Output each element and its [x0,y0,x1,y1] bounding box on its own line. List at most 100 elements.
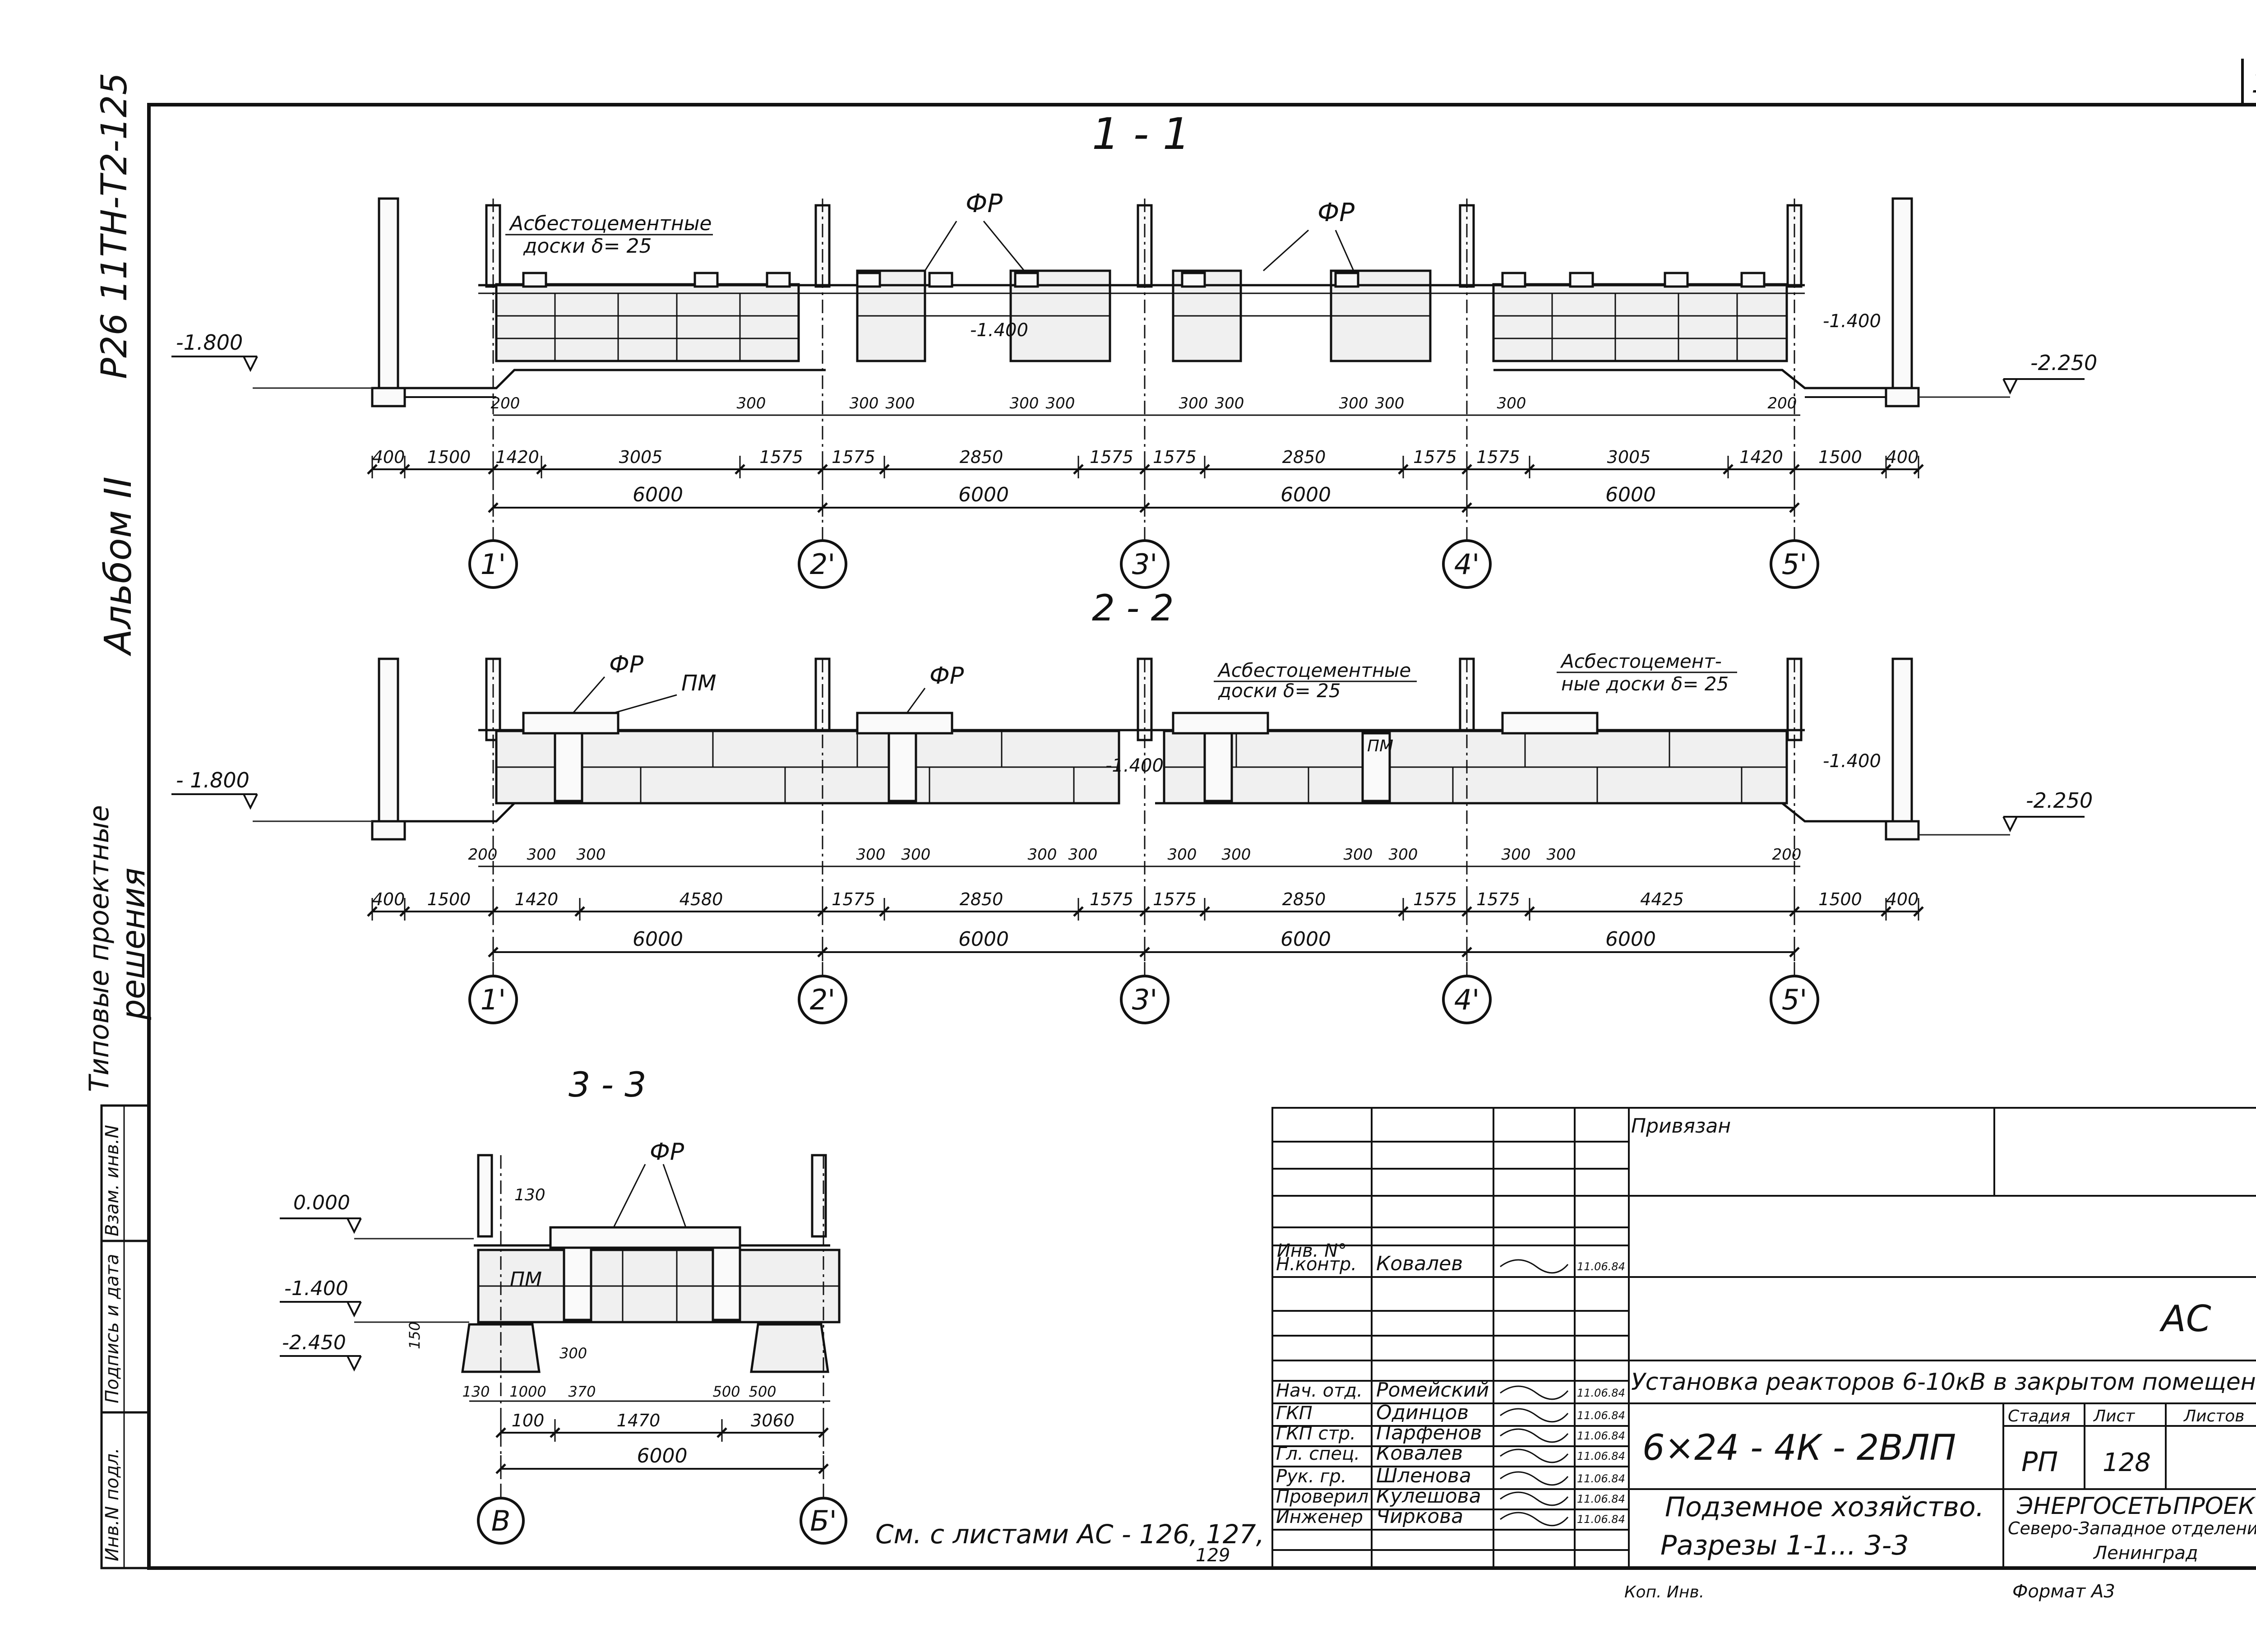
s3-dim-row1: 370 [568,1383,596,1400]
s2-span-dim: 6000 [633,928,683,951]
tb-staff-date: 11.06.84 [1577,1260,1625,1273]
tb-staff-date: 11.06.84 [1577,1493,1625,1505]
s2-note-boards: Асбестоцементные [1217,659,1411,681]
s1-level-mid: -1.400 [970,320,1028,341]
axis-bubble [1770,539,1819,589]
s2-chain-dim: 400 [1886,889,1919,909]
axis-label: 4' [1454,548,1480,581]
section-3-3: 3 - 3 ФР ПМ 0.000 -1.400 -2.450 130 150 … [280,1064,847,1545]
axis-label: 5' [1782,548,1808,581]
stamp-inv-orig: Инв.N подл. [102,1448,123,1561]
s2-label-fr-a: ФР [609,651,644,678]
margin-stamp [100,1104,150,1569]
s2-chain-dim: 1420 [515,889,559,909]
axis-bubble [468,539,518,589]
s2-upper-dim: 300 [1222,846,1251,864]
s1-chain-dim: 3005 [1607,447,1651,467]
s2-upper-dim: 300 [1168,846,1197,864]
s3-footing-left [461,1323,541,1373]
s1-chain-dim: 1575 [1413,447,1457,467]
s2-upper-dim: 300 [1028,846,1057,864]
section-2-2: 2 - 2 ФР [171,587,2093,1024]
s1-chain-dim: 1575 [1476,447,1520,467]
s3-label-fr: ФР [650,1138,684,1166]
s2-upper-dim: 300 [1547,846,1576,864]
s2-span-dim: 6000 [1281,928,1331,951]
signature-mark [1500,1385,1569,1400]
s2-upper-dim: 300 [1344,846,1373,864]
title-block: Привязан Инв. N° АС Установка реакторов … [1271,1107,2256,1602]
axis-bubble [1770,975,1819,1024]
signature-mark [1500,1259,1569,1274]
tb-staff-date: 11.06.84 [1577,1430,1625,1442]
s2-upper-dim: 300 [527,846,556,864]
s1-upper-dim: 300 [1215,394,1244,412]
s1-chain-dim: 1575 [1153,447,1197,467]
floor-line-left [405,369,826,389]
s2-span-dim: 6000 [958,928,1009,951]
tb-staff-date: 11.06.84 [1577,1450,1625,1462]
tb-drawing-title-1: Подземное хозяйство. [1665,1491,1984,1523]
axis-label: 4' [1454,983,1480,1016]
tb-designation: 6×24 - 4К - 2ВЛП [1642,1428,1956,1468]
tb-staff-name: Ромейский [1376,1379,1489,1402]
stamp-replace: Взам. инв.N [102,1125,123,1236]
tb-stage-label: Стадия [2008,1407,2070,1425]
signature-mark [1500,1512,1569,1527]
outer-wall-left [378,197,399,389]
s1-upper-dim: 300 [850,394,879,412]
signature-mark [1500,1428,1569,1443]
s2-chain-dim: 1575 [1413,889,1457,909]
tb-staff-date: 11.06.84 [1577,1513,1625,1526]
s1-upper-dim: 200 [491,394,520,412]
stamp-sign-date: Подпись и дата [102,1254,123,1403]
s1-span-dim: 6000 [958,483,1009,506]
section-2-title: 2 - 2 [1092,587,1174,629]
tb-staff-role: Рук. гр. [1276,1466,1347,1487]
tb-staff-date: 11.06.84 [1577,1472,1625,1485]
s1-upper-dim: 300 [1010,394,1039,412]
axis-bubble [798,975,847,1024]
axis-label: В [491,1504,511,1537]
s2-note-boards-b: Асбестоцемент- [1560,650,1722,672]
s3-dim-row2: 1470 [617,1411,661,1430]
s2-chain-dim: 1500 [1818,889,1862,909]
s1-chain-dim: 1500 [427,447,471,467]
signature-mark [1500,1491,1569,1506]
tb-staff-role: Гл. спец. [1276,1444,1360,1464]
section-3-title: 3 - 3 [569,1064,646,1105]
tb-code: АС [2159,1298,2211,1340]
s1-chain-dim: 1500 [1818,447,1862,467]
axis-bubble [1120,975,1170,1024]
axis-label: 5' [1782,983,1808,1016]
s3-level-mid: -1.400 [284,1277,348,1300]
section-1-title: 1 - 1 [1092,109,1190,159]
s1-chain-dim: 1575 [1090,447,1133,467]
s2-chain-dim: 400 [372,889,405,909]
tb-staff-role: ГКП стр. [1276,1423,1356,1444]
axis-bubble [1442,539,1492,589]
s3-dim-row2: 3060 [751,1411,795,1430]
see-sheets-note: См. с листами АС - 126, 127, [875,1519,1264,1550]
s2-label-pm: ПМ [681,671,717,696]
outer-wall-right [1891,197,1913,389]
tb-staff-name: Ковалев [1376,1442,1463,1465]
s2-chain-dim: 4425 [1640,889,1684,909]
s2-upper-dim: 300 [856,846,886,864]
tb-org-3: Ленинград [2093,1543,2198,1564]
tb-staff-role: Инженер [1276,1507,1363,1527]
s1-span-dim: 6000 [1281,483,1331,506]
album-code: Р26 11ТН-Т2-125 [94,73,135,379]
axis-label: 2' [810,548,836,581]
axis-label: 1' [481,983,506,1016]
s2-upper-dim: 300 [1068,846,1098,864]
s2-span-dim: 6000 [1605,928,1656,951]
s2-label-fr-b: ФР [929,662,964,689]
axis-label: Б' [810,1504,837,1537]
s1-upper-dim: 300 [1339,394,1368,412]
tb-stage: РП [2021,1446,2058,1478]
